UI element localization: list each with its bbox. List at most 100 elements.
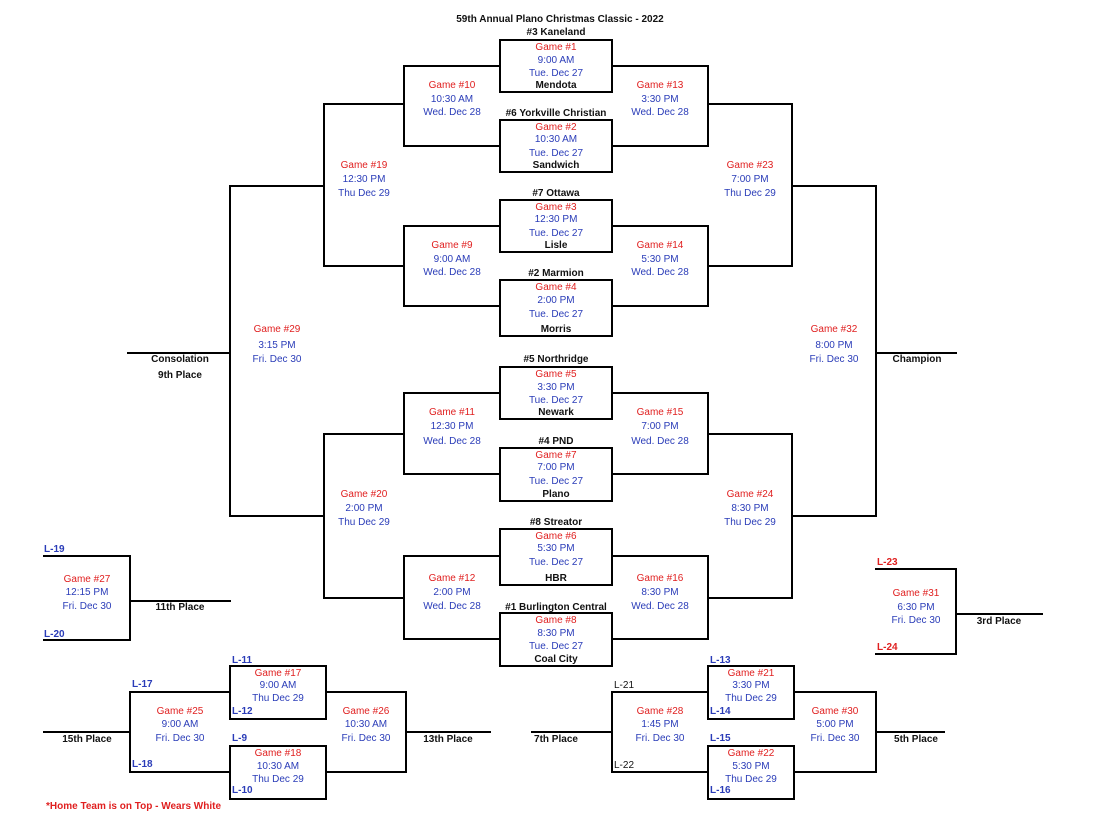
game-1-day: Tue. Dec 27 (528, 68, 584, 79)
game-24-day: Thu Dec 29 (724, 517, 776, 528)
game-17-time: 9:00 AM (259, 680, 297, 691)
game-30-day: Fri. Dec 30 (810, 733, 860, 744)
game-21-day: Thu Dec 29 (725, 693, 777, 704)
game-25-time: 9:00 AM (161, 719, 199, 730)
game-2-title: Game #2 (535, 122, 577, 133)
loser-22-label: L-22 (614, 760, 635, 771)
game-30-time: 5:00 PM (816, 719, 854, 730)
game-16-day: Wed. Dec 28 (631, 601, 689, 612)
game-9-time: 9:00 AM (433, 254, 471, 265)
game-13-title: Game #13 (636, 80, 684, 91)
game-31-title: Game #31 (892, 588, 940, 599)
game-25-title: Game #25 (156, 706, 204, 717)
game-26-day: Fri. Dec 30 (341, 733, 391, 744)
game-22-day: Thu Dec 29 (725, 774, 777, 785)
game-15-time: 7:00 PM (641, 421, 679, 432)
fifteenth-place-label: 15th Place (62, 734, 112, 745)
game-7-day: Tue. Dec 27 (528, 476, 584, 487)
ninth-place-label: 9th Place (158, 370, 202, 381)
team-streator: #8 Streator (529, 517, 583, 528)
loser-13-label: L-13 (710, 655, 731, 666)
loser-17-label: L-17 (132, 679, 153, 690)
game-23-title: Game #23 (726, 160, 774, 171)
team-northridge: #5 Northridge (523, 354, 589, 365)
game-6-time: 5:30 PM (537, 543, 575, 554)
loser-23-label: L-23 (877, 557, 898, 568)
game-10-title: Game #10 (428, 80, 476, 91)
game-3-day: Tue. Dec 27 (528, 228, 584, 239)
game-27-time: 12:15 PM (65, 587, 109, 598)
loser-11-label: L-11 (232, 655, 253, 666)
game-32-title: Game #32 (810, 324, 858, 335)
game-13-time: 3:30 PM (641, 94, 679, 105)
game-13-day: Wed. Dec 28 (631, 107, 689, 118)
game-22-time: 5:30 PM (732, 761, 770, 772)
game-8-title: Game #8 (535, 615, 577, 626)
game-18-day: Thu Dec 29 (252, 774, 304, 785)
game-1-title: Game #1 (535, 42, 577, 53)
game-24-time: 8:30 PM (731, 503, 769, 514)
tournament-title: 59th Annual Plano Christmas Classic - 20… (456, 14, 664, 25)
team-newark: Newark (538, 407, 574, 418)
loser-21-label: L-21 (614, 680, 635, 691)
consolation-label: Consolation (151, 354, 209, 365)
game-1-time: 9:00 AM (537, 55, 575, 66)
game-8-day: Tue. Dec 27 (528, 641, 584, 652)
bracket-page (16, 0, 1100, 832)
game-21-time: 3:30 PM (732, 680, 770, 691)
game-5-day: Tue. Dec 27 (528, 395, 584, 406)
game-8-time: 8:30 PM (537, 628, 575, 639)
loser-20-label: L-20 (44, 629, 65, 640)
third-place-label: 3rd Place (976, 616, 1022, 627)
game-15-day: Wed. Dec 28 (631, 436, 689, 447)
fifth-place-label: 5th Place (894, 734, 938, 745)
game-11-time: 12:30 PM (430, 421, 474, 432)
loser-14-label: L-14 (710, 706, 731, 717)
game-4-day: Tue. Dec 27 (528, 309, 584, 320)
game-9-day: Wed. Dec 28 (423, 267, 481, 278)
game-16-time: 8:30 PM (641, 587, 679, 598)
game-11-day: Wed. Dec 28 (423, 436, 481, 447)
game-29-day: Fri. Dec 30 (252, 354, 302, 365)
team-plano: Plano (542, 489, 570, 500)
game-10-day: Wed. Dec 28 (423, 107, 481, 118)
game-28-time: 1:45 PM (641, 719, 679, 730)
game-24-title: Game #24 (726, 489, 774, 500)
game-14-day: Wed. Dec 28 (631, 267, 689, 278)
loser-16-label: L-16 (710, 785, 731, 796)
eleventh-place-label: 11th Place (155, 602, 205, 613)
game-5-time: 3:30 PM (537, 382, 575, 393)
game-25-day: Fri. Dec 30 (155, 733, 205, 744)
home-team-note: *Home Team is on Top - Wears White (46, 801, 222, 812)
game-17-title: Game #17 (254, 668, 302, 679)
team-yorkville-christian: #6 Yorkville Christian (505, 108, 607, 119)
game-31-time: 6:30 PM (897, 602, 935, 613)
game-20-title: Game #20 (340, 489, 388, 500)
game-5-title: Game #5 (535, 369, 577, 380)
team-lisle: Lisle (544, 240, 568, 251)
loser-19-label: L-19 (44, 544, 65, 555)
loser-18-label: L-18 (132, 759, 153, 770)
team-sandwich: Sandwich (532, 160, 580, 171)
team-hbr: HBR (545, 573, 567, 584)
game-31-day: Fri. Dec 30 (891, 615, 941, 626)
game-4-time: 2:00 PM (537, 295, 575, 306)
game-26-time: 10:30 AM (344, 719, 388, 730)
game-23-day: Thu Dec 29 (724, 188, 776, 199)
thirteenth-place-label: 13th Place (423, 734, 473, 745)
game-28-day: Fri. Dec 30 (635, 733, 685, 744)
game-7-time: 7:00 PM (537, 462, 575, 473)
game-20-day: Thu Dec 29 (338, 517, 390, 528)
game-2-day: Tue. Dec 27 (528, 148, 584, 159)
game-26-title: Game #26 (342, 706, 390, 717)
game-2-time: 10:30 AM (534, 134, 578, 145)
game-22-title: Game #22 (727, 748, 775, 759)
team-burlington-central: #1 Burlington Central (505, 602, 607, 613)
game-11-title: Game #11 (429, 407, 475, 418)
game-12-day: Wed. Dec 28 (423, 601, 481, 612)
game-6-day: Tue. Dec 27 (528, 557, 584, 568)
team-pnd: #4 PND (538, 436, 574, 447)
game-21-title: Game #21 (727, 668, 775, 679)
game-6-title: Game #6 (535, 531, 577, 542)
